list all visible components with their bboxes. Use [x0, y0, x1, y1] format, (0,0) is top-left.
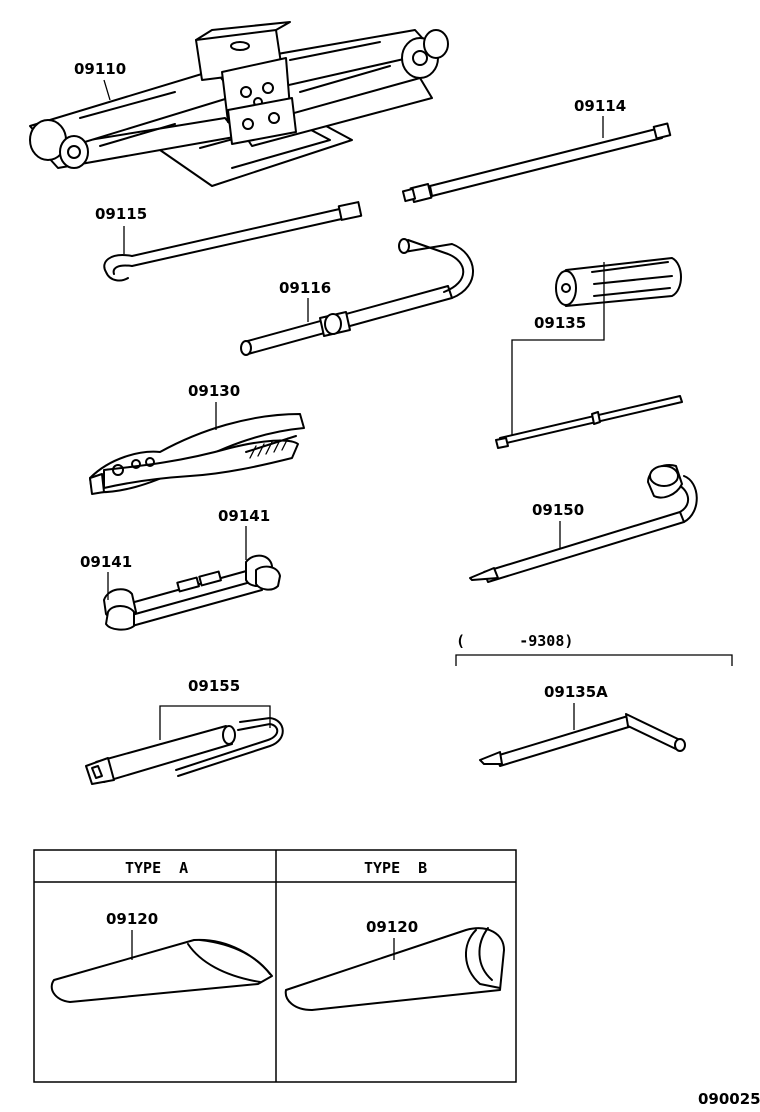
extension-bar-drawing [401, 122, 672, 203]
types-table [33, 849, 517, 1083]
wrench-upper-part-number: 09141 [218, 507, 270, 525]
pliers-part-number: 09130 [188, 382, 240, 400]
jack-handle-hook-drawing [103, 201, 363, 282]
range-note: ( -9308) [456, 632, 573, 650]
wrench-drawing [103, 554, 281, 631]
tool-bag-type-b-drawing [284, 927, 505, 1011]
type-b-header: TYPE B [364, 859, 427, 877]
range-bracket [455, 654, 733, 666]
type-a-part-number: 09120 [106, 910, 158, 928]
scissor-jack-drawing [29, 21, 449, 187]
screwdriver-drawing [495, 257, 683, 449]
screwdriver-alt-drawing [479, 713, 686, 767]
pliers-drawing [89, 413, 305, 495]
wrench-lower-part-number: 09141 [80, 553, 132, 571]
jack-handle-part-number: 09115 [95, 205, 147, 223]
figure-id: 090025 [698, 1090, 760, 1108]
screwdriver-part-number: 09135 [534, 314, 586, 332]
screwdriver-leader [511, 262, 605, 436]
extension-bar-part-number: 09114 [574, 97, 626, 115]
tool-bag-type-a-drawing [50, 938, 273, 1003]
wheel-wrench-drawing [469, 464, 698, 583]
tool-set-leader [159, 705, 271, 740]
tool-set-part-number: 09155 [188, 677, 240, 695]
screwdriver-alt-part-number: 09135A [544, 683, 608, 701]
jack-handle-2-part-number: 09116 [279, 279, 331, 297]
type-b-part-number: 09120 [366, 918, 418, 936]
jack-handle-crank-drawing [240, 238, 474, 356]
tool-set-drawing [85, 717, 284, 785]
wheel-wrench-part-number: 09150 [532, 501, 584, 519]
type-a-header: TYPE A [125, 859, 188, 877]
jack-leader [103, 79, 111, 101]
jack-part-number: 09110 [74, 60, 126, 78]
